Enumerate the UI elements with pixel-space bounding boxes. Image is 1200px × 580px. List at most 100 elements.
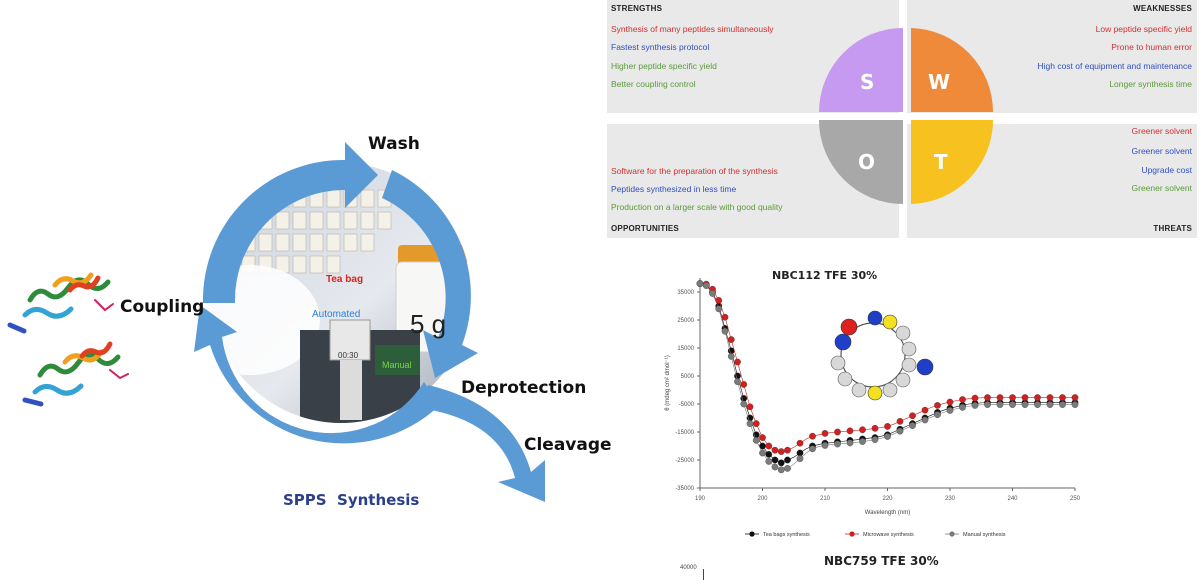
data-point — [771, 456, 779, 464]
opportunities-heading: OPPORTUNITIES — [611, 224, 679, 233]
data-point — [1059, 394, 1066, 401]
data-point — [971, 402, 979, 409]
coupling-label: Coupling — [120, 297, 205, 317]
data-point — [821, 430, 829, 437]
data-point — [809, 445, 816, 453]
data-point — [777, 466, 785, 474]
data-point — [996, 401, 1004, 408]
cd-spectrum-chart: -35000-25000-15000-500050001500025000350… — [665, 278, 1081, 538]
data-point — [796, 455, 804, 462]
data-point — [727, 353, 735, 360]
data-point — [784, 465, 791, 472]
legend-label: Manual synthesis — [963, 532, 1006, 538]
threat-item: Upgrade cost — [1141, 165, 1192, 175]
data-point — [727, 336, 735, 343]
data-point — [759, 434, 766, 441]
swot-o-quadrant — [819, 120, 903, 204]
data-point — [959, 404, 966, 411]
data-point — [740, 400, 748, 408]
weaknesses-heading: WEAKNESSES — [1133, 4, 1192, 13]
opportunity-item: Software for the preparation of the synt… — [611, 166, 778, 176]
data-point — [834, 428, 841, 436]
legend-marker — [949, 531, 955, 537]
data-point — [765, 451, 773, 458]
data-point — [834, 440, 841, 448]
cycle-arrows — [194, 142, 545, 502]
data-point — [759, 449, 766, 457]
wash-label: Wash — [368, 134, 420, 154]
data-point — [709, 290, 716, 297]
data-point — [984, 394, 991, 401]
data-point — [721, 327, 729, 335]
data-point — [734, 378, 741, 385]
second-chart-title: NBC759 TFE 30% — [824, 554, 939, 568]
swot-s-quadrant — [819, 28, 903, 112]
strength-item: Fastest synthesis protocol — [611, 42, 710, 52]
data-point — [1059, 401, 1066, 408]
weakness-item: High cost of equipment and maintenance — [1037, 61, 1192, 71]
opportunity-item: Production on a larger scale with good q… — [611, 202, 783, 212]
data-point — [740, 381, 748, 388]
y-tick-label: -15000 — [675, 430, 694, 436]
data-point — [971, 394, 979, 402]
data-point — [809, 432, 816, 440]
data-point — [1071, 401, 1079, 408]
opportunity-item: Peptides synthesized in less time — [611, 184, 737, 194]
swot-w-letter: W — [928, 70, 951, 94]
manual-photo-label: Manual — [382, 360, 412, 370]
peptide-structure-image — [7, 272, 129, 407]
data-point — [859, 426, 866, 434]
swot-circle — [819, 28, 993, 204]
data-point — [946, 398, 954, 406]
data-point — [859, 438, 866, 445]
cd-series — [696, 280, 1079, 474]
legend-marker — [749, 531, 755, 537]
y-tick-label: 15000 — [677, 346, 694, 352]
data-point — [746, 403, 754, 411]
second-chart-axis — [703, 569, 704, 580]
teabag-photo-label: Tea bag — [326, 274, 363, 285]
data-point — [871, 425, 879, 432]
legend-label: Microwave synthesis — [863, 532, 914, 538]
x-tick-label: 220 — [882, 496, 893, 502]
data-point — [734, 358, 741, 366]
strengths-heading: STRENGTHS — [611, 4, 663, 13]
x-tick-label: 200 — [757, 496, 768, 502]
threat-item: Greener solvent — [1131, 126, 1192, 136]
data-point — [996, 394, 1004, 401]
data-point — [946, 407, 954, 414]
data-point — [1034, 394, 1041, 401]
cd-legend: Tea bags synthesis Microwave synthesis Man… — [745, 531, 1006, 538]
data-point — [1021, 401, 1029, 408]
spps-cycle-diagram: Tea bag Automated Manual 00:30 5 g — [7, 142, 545, 502]
data-point — [1034, 401, 1041, 408]
y-tick-label: -35000 — [675, 486, 694, 492]
data-point — [796, 449, 804, 457]
y-tick-label: 35000 — [677, 290, 694, 296]
helical-wheel — [830, 310, 934, 401]
strength-item: Better coupling control — [611, 79, 696, 89]
data-point — [1009, 401, 1016, 408]
data-point — [896, 418, 904, 425]
legend-label: Tea bags synthesis — [763, 532, 810, 538]
data-point — [921, 416, 929, 424]
data-point — [777, 448, 785, 455]
cleavage-label: Cleavage — [524, 435, 612, 455]
y-tick-label: 5000 — [681, 374, 695, 380]
data-point — [752, 437, 760, 444]
threats-heading: THREATS — [1153, 224, 1192, 233]
data-point — [1021, 394, 1029, 401]
data-point — [1071, 394, 1079, 401]
deprotection-label: Deprotection — [461, 378, 587, 398]
data-point — [846, 439, 854, 447]
swot-o-letter: O — [858, 150, 876, 174]
data-point — [721, 313, 729, 321]
data-point — [746, 420, 754, 427]
data-point — [752, 420, 760, 427]
data-point — [771, 446, 779, 454]
series-2 — [696, 280, 1079, 474]
threat-item: Greener solvent — [1131, 183, 1192, 193]
automated-photo-label: Automated — [312, 309, 360, 320]
vial-label: 5 g — [410, 309, 446, 339]
y-tick-label: -5000 — [679, 402, 695, 408]
